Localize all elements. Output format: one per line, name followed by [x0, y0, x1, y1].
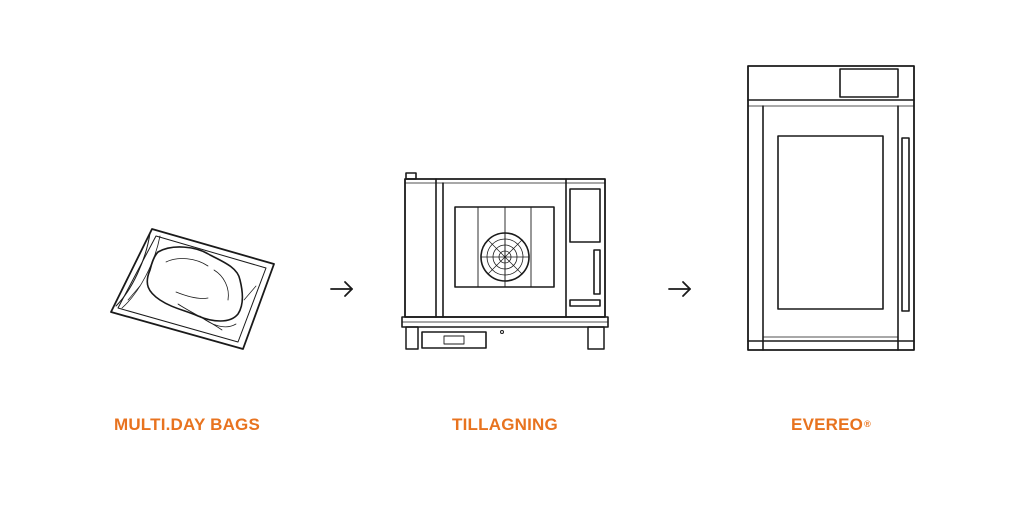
step-label-evereo: EVEREO® — [731, 412, 931, 438]
vacuum-bag-icon — [110, 228, 275, 350]
step-label-multi-day-bags: MULTI.DAY BAGS — [87, 412, 287, 438]
combi-oven-icon — [401, 172, 609, 350]
step-label-text: EVEREO — [791, 415, 864, 434]
arrow-right-icon — [668, 281, 691, 297]
registered-mark: ® — [864, 419, 871, 429]
step-label-tillagning: TILLAGNING — [405, 412, 605, 438]
arrow-right-icon — [330, 281, 353, 297]
holding-cabinet-icon — [747, 65, 915, 351]
step-label-text: TILLAGNING — [452, 415, 558, 434]
step-label-text: MULTI.DAY BAGS — [113, 415, 261, 434]
